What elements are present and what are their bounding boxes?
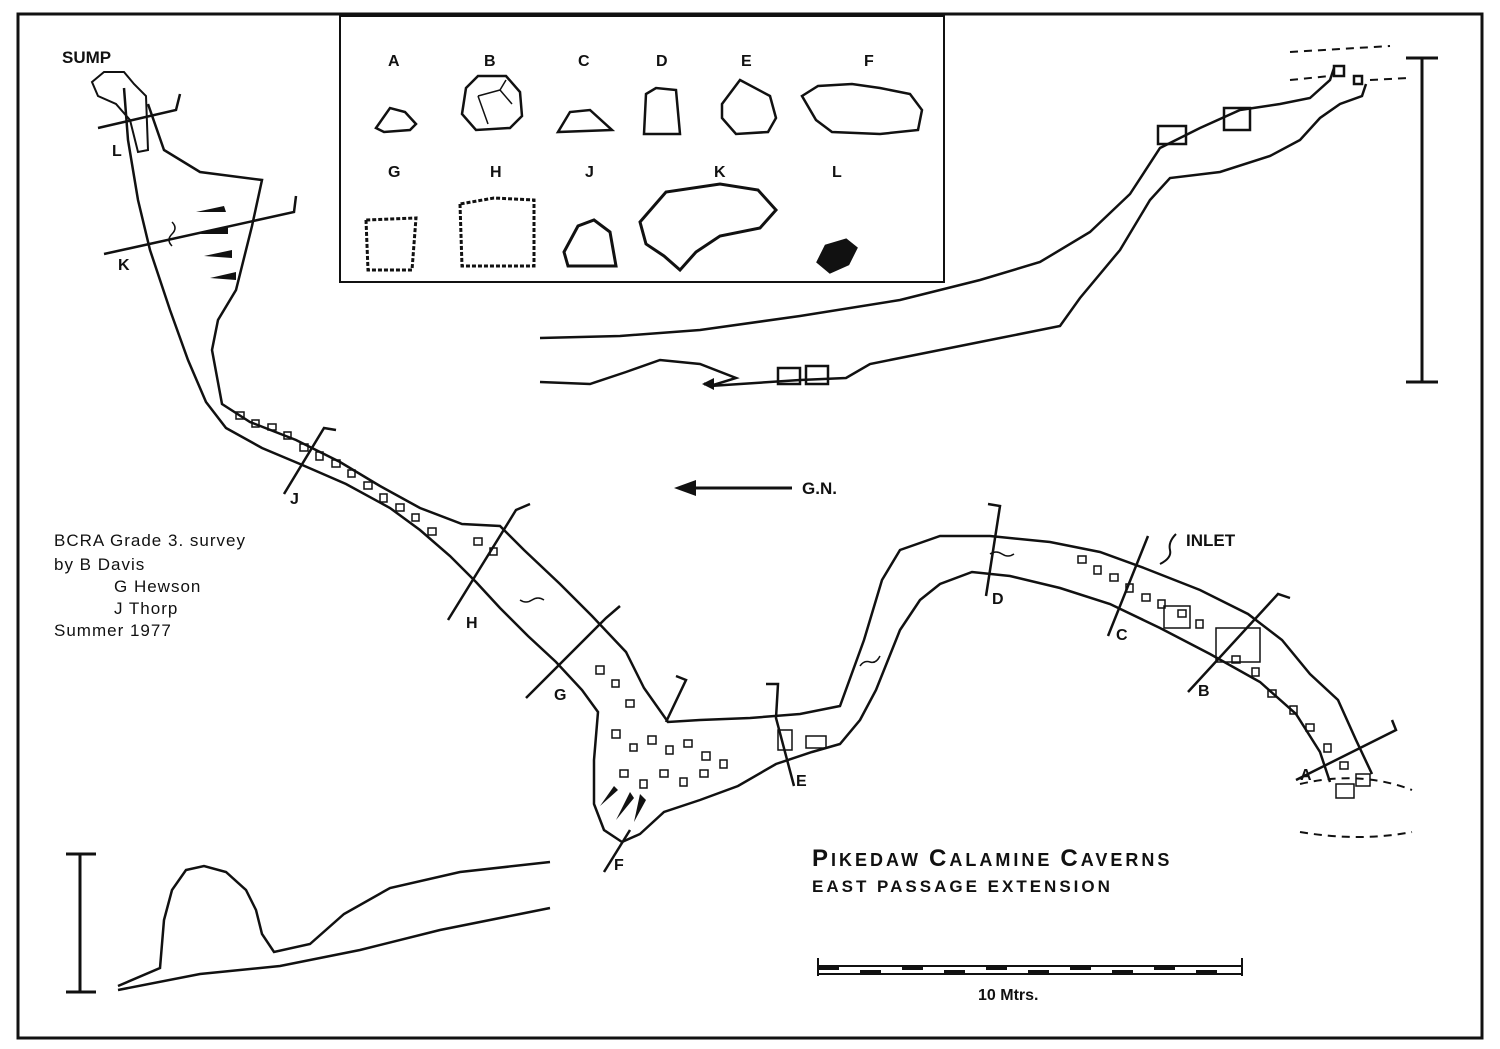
plan-passage: [90, 71, 1374, 844]
credit-line-1: BCRA Grade 3. survey: [54, 531, 246, 550]
section-shape-e: [720, 78, 778, 136]
station-label-d: D: [992, 591, 1004, 608]
station-tick-k: [103, 195, 298, 256]
station-tick-b: [1187, 592, 1291, 693]
section-label-l: L: [832, 164, 842, 181]
station-ticks: [97, 93, 1398, 873]
sump-label: SUMP: [62, 48, 111, 67]
station-label-k: K: [118, 257, 130, 274]
credit-line-2: by B Davis: [54, 555, 145, 574]
station-tick-d: [984, 502, 1002, 597]
station-label-b: B: [1198, 683, 1210, 700]
section-label-k: K: [714, 164, 726, 181]
section-label-j: J: [585, 164, 594, 181]
map-title: PIKEDAW CALAMINE CAVERNS EAST PASSAGE EX…: [812, 845, 1172, 896]
section-shape-c: [555, 108, 616, 134]
section-shape-j: [562, 218, 618, 268]
section-shape-h: [458, 196, 536, 268]
passage-wall-east: [146, 103, 1374, 775]
section-label-a: A: [388, 53, 400, 70]
section-shape-g: [364, 216, 418, 272]
elevation-arrowhead-icon: [702, 378, 714, 390]
water-flow-arrows: [168, 221, 1015, 667]
station-label-j: J: [290, 491, 299, 508]
vertical-scale-left: [66, 852, 96, 994]
credit-line-4: J Thorp: [114, 599, 178, 618]
north-arrow-head-icon: [674, 480, 696, 496]
station-label-g: G: [554, 687, 566, 704]
north-label: G.N.: [802, 479, 837, 498]
credit-line-3: G Hewson: [114, 577, 201, 596]
north-arrow: G.N.: [674, 479, 837, 498]
station-tick-g: [525, 605, 621, 699]
section-shape-l: [816, 238, 858, 274]
station-label-f: F: [614, 857, 624, 874]
station-label-c: C: [1116, 627, 1128, 644]
station-tick-l: [97, 93, 182, 130]
sump-hatched-zone: [90, 71, 150, 154]
scale-label: 10 Mtrs.: [978, 987, 1038, 1004]
section-label-e: E: [741, 53, 752, 70]
boulder-rubble: [235, 411, 1371, 799]
credit-line-5: Summer 1977: [54, 621, 172, 640]
section-label-h: H: [490, 164, 502, 181]
section-label-c: C: [578, 53, 590, 70]
section-label-f: F: [864, 53, 874, 70]
passage-wall-west: [122, 87, 1332, 844]
elevation-bottom-left: [117, 860, 551, 992]
title-text: PIKEDAW CALAMINE CAVERNS: [812, 845, 1172, 872]
station-label-l: L: [112, 143, 122, 160]
station-tick-c: [1106, 535, 1150, 637]
section-shape-f: [800, 82, 924, 136]
vertical-scale-right: [1406, 56, 1438, 384]
inlet-label: INLET: [1186, 531, 1236, 550]
stalagmite-markers: [196, 206, 646, 822]
station-label-h: H: [466, 615, 478, 632]
inset-frame: [339, 15, 945, 283]
subtitle-text: EAST PASSAGE EXTENSION: [812, 877, 1113, 896]
section-shape-b: [460, 74, 524, 132]
elevation-top-dashes: [1289, 45, 1409, 81]
section-shape-b-blocks: [477, 79, 513, 125]
station-tick-e: [766, 682, 796, 787]
section-label-d: D: [656, 53, 668, 70]
section-shape-a: [374, 106, 418, 134]
scale-bar: 10 Mtrs.: [817, 958, 1243, 1004]
station-label-a: A: [1300, 767, 1312, 784]
inlet-stream-icon: [1159, 533, 1177, 565]
station-tick-h: [446, 502, 531, 621]
survey-credits: BCRA Grade 3. survey by B Davis G Hewson…: [54, 531, 246, 640]
map-frame: [16, 12, 1484, 1040]
section-shape-k: [638, 182, 779, 273]
dashed-continuation: [1299, 777, 1413, 838]
section-shape-d: [642, 86, 682, 136]
station-label-e: E: [796, 773, 807, 790]
station-tick-j: [282, 426, 337, 495]
station-tick-f2: [664, 674, 688, 723]
cross-section-inset: A B C D E F G H J K L: [339, 15, 945, 283]
section-label-g: G: [388, 164, 400, 181]
elevation-top-right: [539, 64, 1368, 388]
station-tick-a: [1295, 719, 1398, 782]
section-label-b: B: [484, 53, 496, 70]
station-tick-f: [602, 829, 632, 873]
